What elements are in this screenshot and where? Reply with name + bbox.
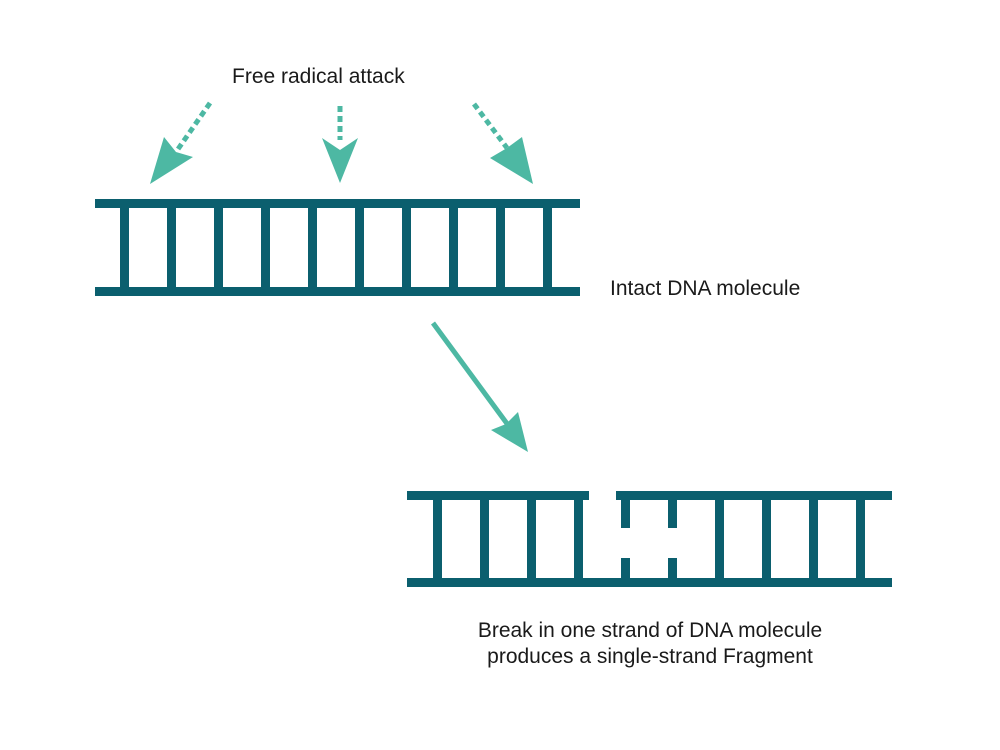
base-pair-rung <box>480 491 489 587</box>
bottom-strand <box>407 578 892 587</box>
arrow-shaft <box>472 102 509 150</box>
base-pair-rung <box>527 491 536 587</box>
top-strand-segment-right <box>616 491 892 500</box>
base-pair-rung <box>496 199 505 296</box>
base-pair-rung <box>261 199 270 296</box>
base-pair-rung <box>762 491 771 587</box>
broken-rung-lower <box>621 558 630 578</box>
base-pair-rung <box>120 199 129 296</box>
intact-dna-label: Intact DNA molecule <box>610 277 801 300</box>
arrow-shaft <box>430 321 511 427</box>
base-pair-rung <box>809 491 818 587</box>
base-pair-rung <box>355 199 364 296</box>
broken-rung-upper <box>621 500 630 528</box>
intact-dna-molecule <box>95 199 580 296</box>
free-radical-attack-arrows <box>150 101 533 184</box>
base-pair-rung <box>715 491 724 587</box>
arrow-shaft <box>173 101 213 154</box>
caption-line-2: produces a single-strand Fragment <box>487 645 813 668</box>
attack-arrow-left <box>150 101 213 184</box>
base-pair-rung <box>167 199 176 296</box>
single-strand-break-caption: Break in one strand of DNA molecule prod… <box>420 618 880 670</box>
base-pair-rung <box>856 491 865 587</box>
base-pair-rung <box>308 199 317 296</box>
top-strand-segment-left <box>407 491 589 500</box>
base-pair-rung <box>543 199 552 296</box>
broken-rung-upper <box>668 500 677 528</box>
attack-arrow-center <box>322 106 358 183</box>
top-strand <box>95 199 580 208</box>
bottom-strand <box>95 287 580 296</box>
transition-arrow <box>430 321 528 452</box>
arrowhead-icon <box>322 138 358 183</box>
broken-rung-lower <box>668 558 677 578</box>
free-radical-attack-label: Free radical attack <box>232 65 405 88</box>
base-pair-rung <box>214 199 223 296</box>
base-pair-rung <box>433 491 442 587</box>
base-pair-rung <box>402 199 411 296</box>
arrowhead-icon <box>150 137 193 184</box>
caption-line-1: Break in one strand of DNA molecule <box>477 619 823 642</box>
arrowhead-icon <box>491 412 528 452</box>
base-pair-rung <box>449 199 458 296</box>
attack-arrow-right <box>472 102 533 184</box>
base-pair-rung <box>574 491 583 587</box>
arrowhead-icon <box>490 137 533 184</box>
broken-dna-molecule <box>407 491 892 587</box>
